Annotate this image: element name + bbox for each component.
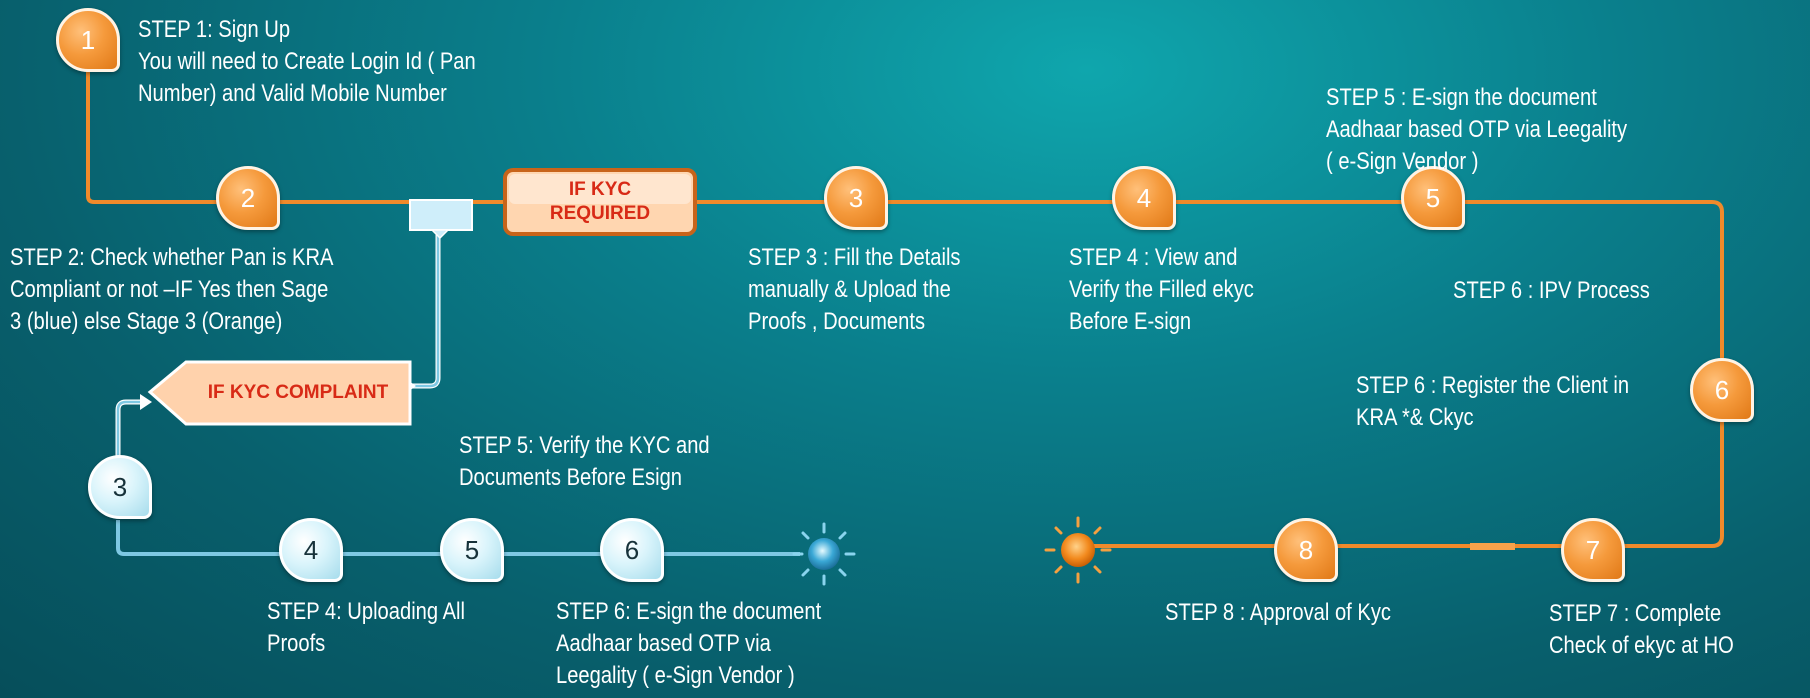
blue-step-6-text: STEP 6: E-sign the document Aadhaar base… (556, 598, 822, 689)
step-5-text: STEP 5 : E-sign the document Aadhaar bas… (1326, 84, 1628, 175)
blue-path-up-inner (116, 400, 145, 470)
step-marker-8: 8 (1274, 518, 1338, 582)
kyc-required-label: IF KYC REQUIRED (549, 179, 651, 224)
step-marker-6: 6 (1690, 358, 1754, 422)
step-marker-5: 5 (1401, 166, 1465, 230)
step-marker-label: 8 (1298, 534, 1314, 565)
step-2-text: STEP 2: Check whether Pan is KRA Complia… (10, 244, 334, 335)
step-marker-label: 5 (1425, 182, 1441, 213)
blue-path-main (116, 520, 800, 556)
step-6-ipv-text: STEP 6 : IPV Process (1453, 277, 1650, 304)
step-marker-7: 7 (1561, 518, 1625, 582)
step-6-register-text: STEP 6 : Register the Client in KRA *& C… (1356, 372, 1630, 431)
kyc-required-box (503, 168, 697, 236)
blue-step-marker-5: 5 (440, 518, 504, 582)
sun-icon-orange (1044, 516, 1112, 584)
step-marker-label: 3 (848, 182, 864, 213)
step-marker-label: 1 (80, 24, 96, 55)
blue-arrowhead-up (140, 394, 152, 410)
kyc-complaint-box (147, 360, 412, 426)
blue-path-connector (410, 228, 441, 389)
step-marker-1: 1 (56, 8, 120, 72)
blue-step-4-text: STEP 4: Uploading All Proofs (267, 598, 465, 657)
step-marker-label: 4 (303, 534, 319, 565)
blue-step-marker-4: 4 (279, 518, 343, 582)
step-3-text: STEP 3 : Fill the Details manually & Upl… (748, 244, 961, 335)
blue-step-5-text: STEP 5: Verify the KYC and Documents Bef… (459, 432, 710, 491)
blue-path-connector-inner (410, 228, 440, 388)
step-8-text: STEP 8 : Approval of Kyc (1165, 599, 1391, 626)
step-marker-label: 6 (1714, 374, 1730, 405)
step-marker-label: 3 (112, 471, 128, 502)
blue-step-marker-3: 3 (88, 455, 152, 519)
step-marker-2: 2 (216, 166, 280, 230)
step-marker-label: 2 (240, 182, 256, 213)
step-marker-label: 6 (624, 534, 640, 565)
step-7-text: STEP 7 : Complete Check of ekyc at HO (1549, 600, 1734, 659)
kyc-complaint-label: IF KYC COMPLAINT (207, 382, 389, 403)
blue-step-marker-6: 6 (600, 518, 664, 582)
sun-icon-blue (792, 522, 856, 586)
step-1-text: STEP 1: Sign Up You will need to Create … (138, 16, 476, 107)
orange-path-highlight (1470, 543, 1515, 550)
step-marker-3: 3 (824, 166, 888, 230)
step-marker-4: 4 (1112, 166, 1176, 230)
orange-path-main (86, 70, 505, 204)
blue-connector-tab (409, 199, 473, 240)
step-marker-label: 7 (1585, 534, 1601, 565)
step-marker-label: 4 (1136, 182, 1152, 213)
step-marker-label: 5 (464, 534, 480, 565)
step-4-text: STEP 4 : View and Verify the Filled ekyc… (1069, 244, 1254, 335)
